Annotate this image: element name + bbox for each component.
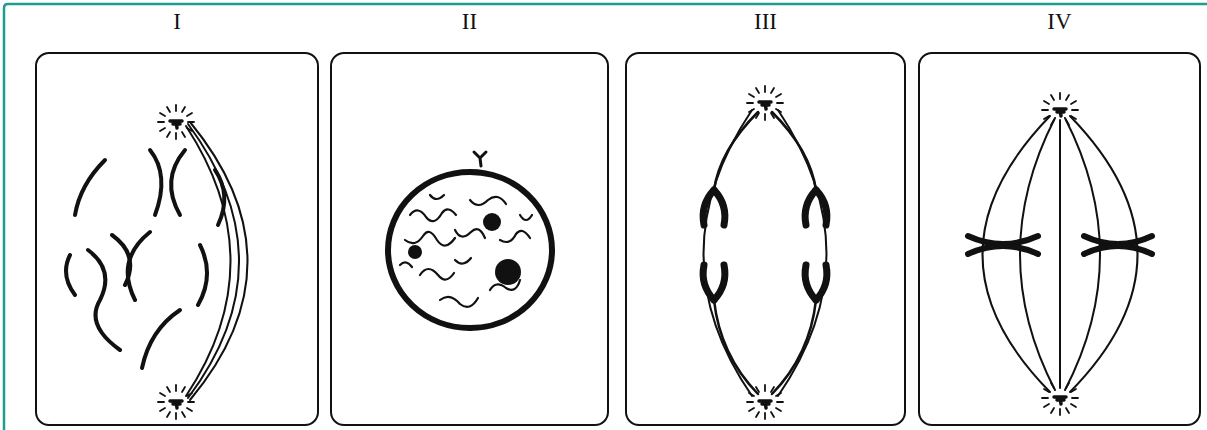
prophase-drawing <box>66 105 248 419</box>
stage-panel: III <box>625 8 906 426</box>
figure-frame <box>4 4 1207 430</box>
stage-label: IV <box>918 8 1201 36</box>
panel-frame <box>35 52 319 426</box>
anaphase-drawing <box>703 86 827 419</box>
stage-panel: I <box>35 8 319 426</box>
panel-frame <box>330 52 609 426</box>
metaphase-drawing <box>968 93 1152 415</box>
stage-label: III <box>625 8 906 36</box>
stage-label: I <box>35 8 319 36</box>
interphase-drawing <box>388 152 552 328</box>
stage-panel: IV <box>918 8 1201 426</box>
panel-frame <box>625 52 906 426</box>
stage-panel: II <box>330 8 609 426</box>
stage-label: II <box>330 8 609 36</box>
panel-frame <box>918 52 1201 426</box>
